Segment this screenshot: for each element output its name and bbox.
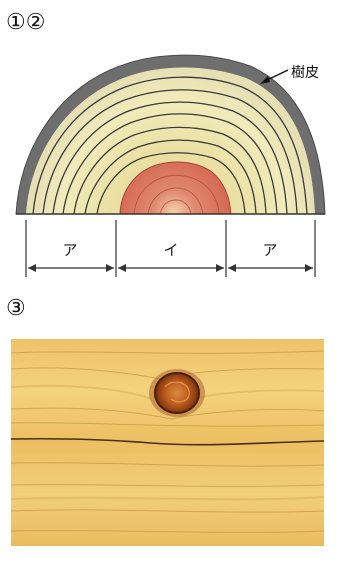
segment-label-i: イ [163, 241, 178, 259]
segment-label-a-left: ア [62, 241, 77, 259]
log-cross-section-diagram: 樹皮 ア イ ア [0, 0, 344, 290]
knot [155, 373, 199, 413]
wood-board-photo [11, 339, 324, 546]
figure-label-3: ③ [6, 296, 26, 321]
bark-label: 樹皮 [291, 65, 319, 81]
segment-label-a-right: ア [262, 241, 277, 259]
